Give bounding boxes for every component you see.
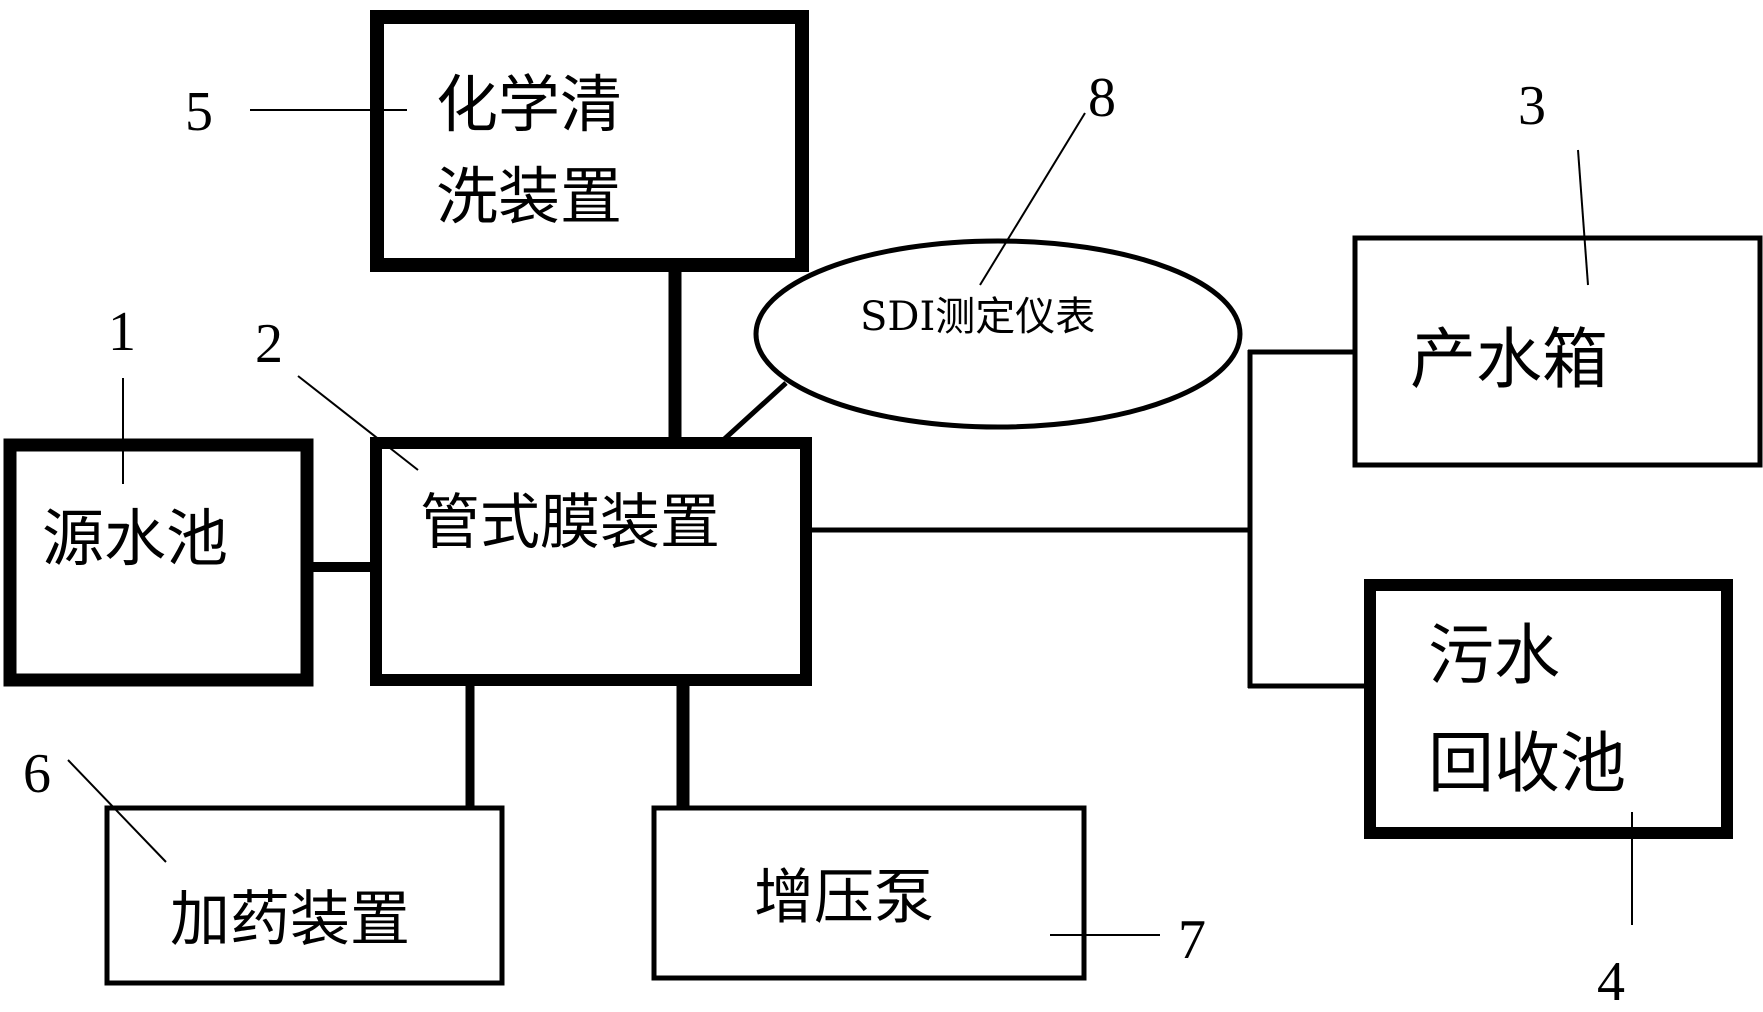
callout-6: 6 bbox=[23, 743, 51, 805]
chemical-cleaning-box bbox=[370, 10, 809, 272]
leader-8 bbox=[979, 112, 1086, 286]
leader-3 bbox=[1577, 149, 1589, 286]
membrane-device-label: 管式膜装置 bbox=[420, 488, 720, 558]
booster-pump-box bbox=[651, 805, 1087, 981]
sewage-pool-label: 污水 回收池 bbox=[1428, 617, 1626, 802]
source-pool-label: 源水池 bbox=[42, 502, 228, 575]
leader-6 bbox=[67, 759, 167, 863]
callout-4: 4 bbox=[1597, 951, 1625, 1012]
leader-2 bbox=[297, 375, 419, 471]
source-pool-box bbox=[3, 438, 314, 687]
callout-7: 7 bbox=[1178, 909, 1206, 971]
callout-3: 3 bbox=[1518, 75, 1546, 137]
sdi-meter-label: SDI测定仪表 bbox=[860, 294, 1095, 340]
membrane-device-box bbox=[370, 437, 812, 686]
callout-8: 8 bbox=[1088, 67, 1116, 129]
booster-pump-label: 增压泵 bbox=[754, 863, 934, 933]
callout-5: 5 bbox=[185, 81, 213, 143]
callout-1: 1 bbox=[108, 301, 136, 363]
chemical-cleaning-label: 化学清 洗装置 bbox=[436, 68, 642, 233]
sdi-meter-ellipse bbox=[753, 238, 1243, 430]
product-tank-label: 产水箱 bbox=[1410, 321, 1608, 398]
dosing-device-label: 加药装置 bbox=[170, 885, 410, 955]
dosing-device-box bbox=[104, 805, 505, 986]
connector-membrane-sdi bbox=[718, 381, 788, 445]
product-tank-box bbox=[1352, 235, 1763, 468]
callout-2: 2 bbox=[255, 313, 283, 375]
sewage-pool-box bbox=[1364, 579, 1733, 839]
